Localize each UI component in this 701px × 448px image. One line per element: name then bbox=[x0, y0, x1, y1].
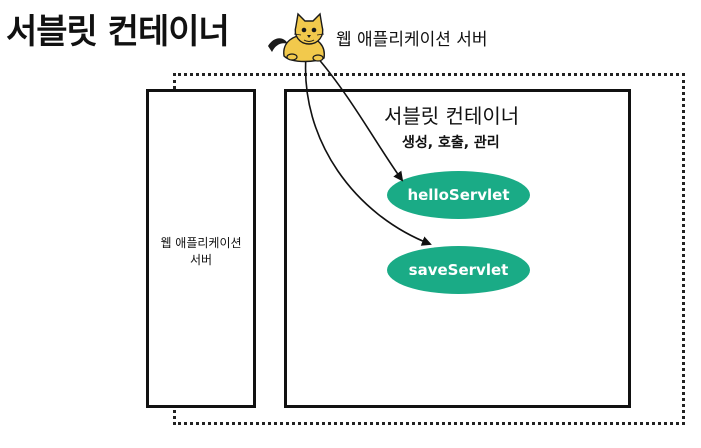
arrow-to-hello-servlet bbox=[315, 55, 404, 182]
servlet-container-subtitle: 생성, 호출, 관리 bbox=[402, 135, 500, 151]
save-servlet-node: saveServlet bbox=[387, 246, 530, 294]
hello-servlet-node: helloServlet bbox=[387, 171, 530, 219]
tomcat-cat-icon bbox=[268, 12, 325, 63]
servlet-container-title: 서블릿 컨테이너 bbox=[384, 104, 520, 128]
web-application-server-label: 웹 애플리케이션 서버 bbox=[336, 30, 488, 50]
page-title: 서블릿 컨테이너 bbox=[6, 12, 230, 52]
arrow-to-save-servlet bbox=[304, 55, 432, 246]
web-application-server-box-label: 웹 애플리케이션 서버 bbox=[160, 236, 242, 267]
web-application-server-box: 웹 애플리케이션 서버 bbox=[146, 89, 256, 408]
